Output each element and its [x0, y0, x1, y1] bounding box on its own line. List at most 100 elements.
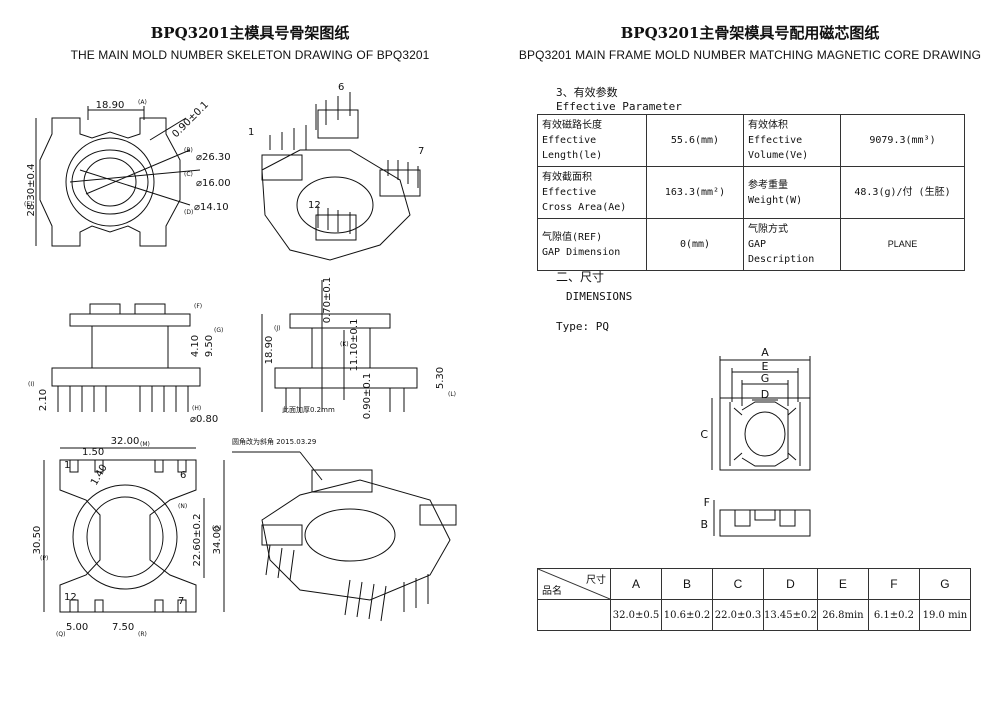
tag-m: (M) [140, 441, 150, 448]
tag-e: (E) [24, 201, 32, 208]
dims-value: 6.1±0.2 [867, 599, 920, 631]
section3-cn: 3、有效参数 [556, 86, 618, 99]
param-value: 163.3(mm²) [646, 166, 744, 219]
section2-en: DIMENSIONS [566, 290, 633, 303]
core-label-b: B [700, 518, 708, 531]
tag-i: (I) [28, 381, 34, 388]
pin-label-7: 7 [418, 146, 424, 157]
param-value: 48.3(g)/付 (生胚) [840, 166, 965, 219]
core-label-f: F [704, 496, 710, 509]
bobbin-iso-top [261, 92, 421, 261]
tag-d: (D) [184, 209, 193, 216]
dim-top-d1: 0.90±0.1 [170, 99, 211, 140]
revision-note: 圆角改为斜角 2015.03.29 [232, 437, 316, 446]
bobbin-iso-bottom [232, 451, 457, 622]
tag-c: (C) [184, 171, 193, 178]
tag-f: (F) [194, 303, 202, 310]
core-label-c: C [700, 428, 708, 441]
dim-side-pin: ⌀0.80 [190, 414, 218, 425]
left-title-en: THE MAIN MOLD NUMBER SKELETON DRAWING OF… [70, 48, 430, 62]
bottom-pin-6: 6 [180, 470, 186, 481]
dims-header: E [816, 568, 869, 600]
dims-header: B [661, 568, 713, 600]
core-label-e: E [762, 360, 769, 373]
dim-side-h1: 4.10 [190, 335, 201, 357]
bottom-pin-7: 7 [178, 596, 184, 607]
param-value: 9079.3(mm³) [840, 114, 965, 167]
pin-label-12: 12 [308, 200, 321, 211]
dim-bottom-width: 32.00 [111, 436, 140, 447]
dim-front-pin: 5.30 [435, 367, 446, 389]
param-value: 55.6(mm) [646, 114, 744, 167]
tag-r: (R) [138, 631, 147, 638]
tag-j: (J) [274, 325, 280, 332]
left-title-cn: BPQ3201主模具号骨架图纸 [150, 24, 350, 42]
tag-p: (P) [40, 555, 48, 562]
tag-b: (B) [184, 147, 193, 154]
front-note: 此面加厚0.2mm [282, 405, 335, 414]
dim-front-base: 0.90±0.1 [362, 373, 373, 420]
bobbin-bottom-view [43, 447, 225, 613]
dim-bottom-p1: 5.00 [66, 622, 88, 633]
tag-g: (G) [214, 327, 223, 334]
dims-corner: 尺寸 品名 [537, 568, 611, 600]
tag-o: (O) [212, 525, 221, 532]
dims-value: 26.8min [816, 599, 869, 631]
tag-h: (H) [192, 405, 201, 412]
dims-value: 19.0 min [918, 599, 971, 631]
dim-top-d4: ⌀14.10 [194, 202, 229, 213]
dim-front-h: 18.90 [264, 336, 275, 365]
dims-value: 10.6±0.2 [661, 599, 713, 631]
dims-value: 22.0±0.3 [712, 599, 764, 631]
bottom-pin-1: 1 [64, 460, 70, 471]
dims-header: F [867, 568, 920, 600]
dim-bottom-c: 1.40 [89, 463, 110, 488]
param-value: 0(mm) [646, 218, 744, 271]
type-label: Type: PQ [556, 320, 609, 333]
tag-l: (L) [448, 391, 456, 398]
dim-top-d3: ⌀16.00 [196, 178, 231, 189]
core-label-d: D [761, 388, 769, 401]
dim-bottom-p2: 7.50 [112, 622, 134, 633]
pin-label-1: 1 [248, 127, 254, 138]
dims-value: 32.0±0.5 [610, 599, 662, 631]
dim-top-d2: ⌀26.30 [196, 152, 231, 163]
dim-front-top: 0.70±0.1 [322, 277, 333, 324]
tag-k: (K) [340, 341, 349, 348]
dim-bottom-h1: 30.50 [32, 526, 43, 555]
dim-bottom-pitch: 1.50 [82, 447, 104, 458]
dimensions-table: 尺寸 品名 A B C D E F G 32.0±0.5 10.6±0.2 22… [537, 568, 971, 631]
tag-q: (Q) [56, 631, 65, 638]
bobbin-top-view [35, 106, 201, 247]
param-label: 气隙值(REF)GAP Dimension [537, 218, 647, 271]
bobbin-side-view [51, 303, 201, 412]
tag-a: (A) [138, 99, 147, 106]
pq-core-drawing: A E G D C F B [700, 346, 811, 537]
section2-cn: 二、尺寸 [556, 270, 605, 284]
core-label-a: A [761, 346, 769, 359]
dim-top-width: 18.90 [96, 100, 125, 111]
bottom-pin-12: 12 [64, 592, 77, 603]
dims-header: C [712, 568, 764, 600]
dims-header: A [610, 568, 662, 600]
dims-header: D [763, 568, 818, 600]
dim-bottom-h2: 22.60±0.2 [192, 514, 203, 567]
right-title-cn: BPQ3201主骨架模具号配用磁芯图纸 [620, 24, 880, 42]
tag-n: (N) [178, 503, 187, 510]
left-drawings: 18.90 28.30±0.4 0.90±0.1 ⌀26.30 ⌀16.00 ⌀… [24, 82, 457, 638]
dim-top-height: 28.30±0.4 [26, 164, 37, 217]
dims-value-row: 32.0±0.5 10.6±0.2 22.0±0.3 13.45±0.2 26.… [537, 599, 971, 631]
section3-en: Effective Parameter [556, 100, 682, 113]
dim-side-h2: 9.50 [204, 335, 215, 357]
dims-header-row: 尺寸 品名 A B C D E F G [537, 568, 971, 600]
dims-value: 13.45±0.2 [763, 599, 818, 631]
